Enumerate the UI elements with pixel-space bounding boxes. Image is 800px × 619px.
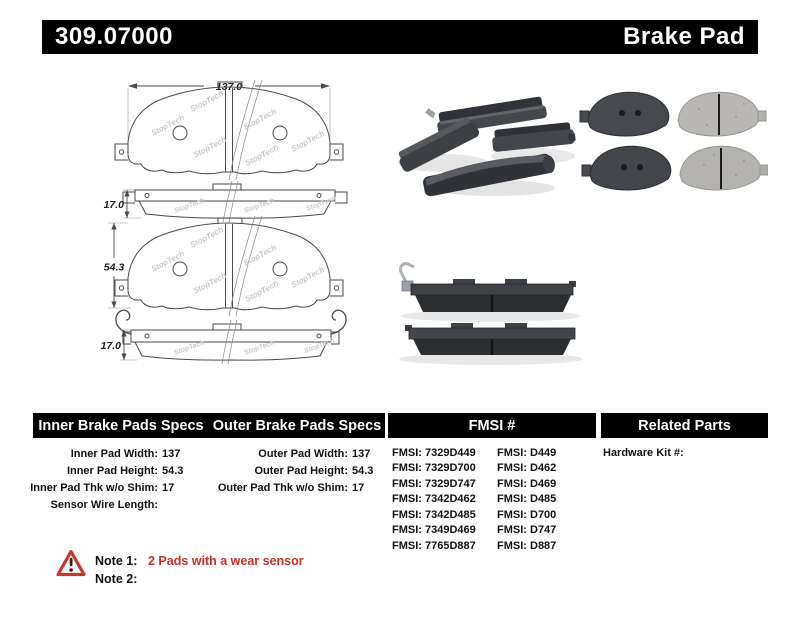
fmsi-entry: FMSI: 7329D700 [392, 462, 476, 475]
related-parts-header-bar: Related Parts [601, 413, 768, 438]
fmsi-column-1: FMSI: 7329D449 FMSI: 7329D700 FMSI: 7329… [392, 445, 476, 554]
fmsi-entry: FMSI: 7765D887 [392, 539, 476, 552]
pad-friction-bottom [679, 145, 768, 191]
fmsi-entry: FMSI: D700 [497, 508, 557, 521]
spec-label: Outer Pad Width: [258, 447, 348, 460]
fmsi-entry: FMSI: 7329D747 [392, 477, 476, 490]
pad-backing-top [579, 91, 670, 137]
spec-value: 17 [352, 481, 365, 494]
related-parts-column: Hardware Kit #: [603, 447, 684, 459]
dimension-thickness-top [123, 189, 141, 219]
photo-pads-edge [399, 262, 583, 365]
watermark-text: StopTech [305, 195, 337, 212]
spec-label: Outer Pad Height: [254, 464, 348, 477]
pad-backing-bottom [581, 145, 672, 191]
note2-label: Note 2: [95, 572, 138, 586]
pad-edge-bottom [405, 323, 576, 355]
related-parts-header: Related Parts [638, 417, 731, 434]
spec-value: 54.3 [162, 464, 184, 477]
pad-side-view-bottom: StopTech StopTech StopTech [115, 309, 347, 365]
spec-value: 137 [162, 447, 181, 460]
fmsi-header-bar: FMSI # [388, 413, 596, 438]
pad-friction-top [677, 91, 767, 137]
dim-label-height: 54.3 [104, 262, 125, 274]
spec-row: Outer Pad Height: 54.3 [216, 462, 373, 479]
fmsi-entry: FMSI: D485 [497, 493, 557, 506]
spec-label: Inner Pad Width: [70, 447, 158, 460]
spec-label: Sensor Wire Length: [50, 498, 158, 511]
photo-pads-angled [398, 96, 576, 197]
inner-specs-column: Inner Pad Width: 137 Inner Pad Height: 5… [26, 445, 183, 513]
fmsi-column-2: FMSI: D449 FMSI: D462 FMSI: D469 FMSI: D… [497, 445, 556, 554]
spec-row: Outer Pad Thk w/o Shim: 17 [216, 479, 373, 496]
note-row-2: Note 2: [95, 570, 304, 588]
dimension-width [127, 83, 331, 138]
fmsi-entry: FMSI: D469 [497, 477, 557, 490]
outer-specs-header: Outer Brake Pads Specs [212, 417, 382, 434]
note-row-1: Note 1: 2 Pads with a wear sensor [95, 552, 304, 570]
fmsi-entry: FMSI: D747 [497, 524, 557, 537]
fmsi-entry: FMSI: D449 [497, 446, 557, 459]
pad-photo-2 [398, 117, 480, 172]
spec-value: 54.3 [352, 464, 374, 477]
technical-drawing: StopTech StopTech StopTech StopTech Stop… [101, 79, 348, 365]
dimension-thickness-bottom [120, 329, 137, 361]
photo-pads-face [579, 91, 768, 191]
note1-text: 2 Pads with a wear sensor [148, 554, 304, 568]
product-name: Brake Pad [623, 23, 745, 50]
spec-label: Inner Pad Height: [66, 464, 158, 477]
pad-photo-4 [423, 153, 555, 197]
spec-row: Sensor Wire Length: [26, 496, 183, 513]
fmsi-entry: FMSI: D887 [497, 539, 557, 552]
spec-value: 17 [162, 481, 175, 494]
fmsi-entry: FMSI: 7329D449 [392, 446, 476, 459]
fmsi-entry: FMSI: 7349D469 [392, 524, 476, 537]
spec-row: Outer Pad Width: 137 [216, 445, 373, 462]
fmsi-entry: FMSI: D462 [497, 462, 557, 475]
watermark-text: StopTech [303, 337, 335, 354]
related-part-entry: Hardware Kit #: [603, 447, 684, 459]
fmsi-header: FMSI # [468, 417, 516, 434]
warning-triangle-icon [56, 549, 86, 577]
fmsi-entry: FMSI: 7342D485 [392, 508, 476, 521]
part-number: 309.07000 [55, 23, 173, 50]
outer-specs-column: Outer Pad Width: 137 Outer Pad Height: 5… [216, 445, 374, 496]
spec-label: Inner Pad Thk w/o Shim: [30, 481, 158, 494]
spec-label: Outer Pad Thk w/o Shim: [217, 481, 348, 494]
note1-label: Note 1: [95, 554, 138, 568]
specs-header-bar: Inner Brake Pads Specs Outer Brake Pads … [33, 413, 385, 438]
spec-row: Inner Pad Height: 54.3 [26, 462, 183, 479]
pad-side-view-top: StopTech StopTech StopTech [122, 180, 348, 223]
dimension-height [108, 222, 131, 309]
pad-edge-top [399, 262, 576, 312]
pad-photo-3 [492, 122, 576, 152]
notes-block: Note 1: 2 Pads with a wear sensor Note 2… [95, 552, 304, 588]
watermark-text: StopTech [243, 197, 275, 214]
spec-row: Inner Pad Thk w/o Shim: 17 [26, 479, 183, 496]
inner-specs-header: Inner Brake Pads Specs [38, 417, 204, 434]
spec-row: Inner Pad Width: 137 [26, 445, 183, 462]
dim-label-thickness-bottom: 17.0 [101, 340, 122, 352]
dim-label-thickness-top: 17.0 [104, 199, 125, 211]
watermark-text: StopTech [173, 197, 205, 214]
fmsi-entry: FMSI: 7342D462 [392, 493, 476, 506]
title-bar: 309.07000 Brake Pad [42, 20, 758, 54]
spec-value: 137 [352, 447, 371, 460]
